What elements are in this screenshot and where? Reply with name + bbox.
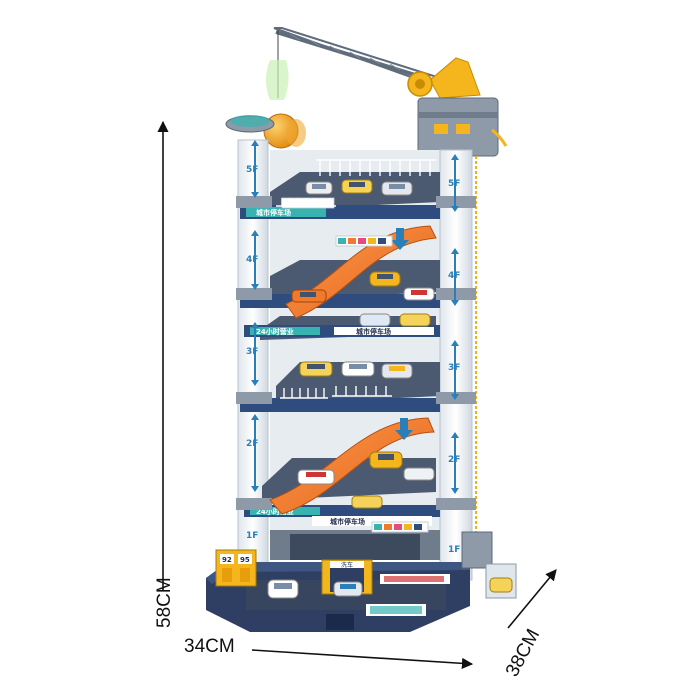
sign-strip: [335, 235, 429, 533]
floor-1-deck: [270, 530, 440, 560]
up-down-arrow-icon: [251, 140, 459, 494]
fuel-station: 92 95: [215, 549, 257, 587]
fuel-95-label: 95: [240, 556, 250, 564]
garage-base: 92 95 洗车: [206, 531, 517, 632]
car: [291, 289, 327, 303]
floor-label-5f-left: 5F: [246, 165, 258, 175]
depth-label: 38CM: [502, 626, 544, 681]
crane: [263, 27, 508, 540]
open-sign-4f: 24小时营业: [256, 327, 294, 336]
car-wash-label: 洗车: [341, 561, 353, 569]
car: [299, 361, 333, 377]
car: [297, 469, 335, 485]
parking-sign-2f: 城市停车场: [330, 517, 365, 526]
helipad: [225, 115, 275, 133]
car: [403, 467, 435, 481]
toy-cars: [291, 179, 435, 509]
garage-tower: 城市停车场 24小时营业 城市停车场 24小时营业: [236, 139, 476, 581]
car: [341, 179, 373, 194]
car: [305, 181, 333, 195]
floor-label-1f-left: 1F: [246, 531, 258, 541]
floor-label-1f-right: 1F: [448, 545, 460, 555]
car: [369, 451, 403, 469]
car: [369, 271, 401, 287]
height-label: 58CM: [154, 577, 175, 628]
fuel-92-label: 92: [222, 556, 232, 564]
car: [399, 313, 431, 327]
car: [359, 313, 391, 327]
parking-sign-4f: 城市停车场: [356, 327, 391, 336]
width-label: 34CM: [184, 636, 235, 657]
car: [333, 581, 363, 597]
open-sign-2f: 24小时营业: [256, 507, 294, 516]
floor-label-3f-left: 3F: [246, 347, 258, 357]
car: [351, 495, 383, 509]
car: [403, 287, 435, 301]
car: [489, 577, 513, 593]
car: [341, 361, 375, 377]
car: [381, 181, 413, 196]
car: [381, 363, 413, 379]
floor-label-2f-left: 2F: [246, 439, 258, 449]
ramp-arrow-icon: [395, 418, 413, 440]
floor-label-4f-left: 4F: [246, 255, 258, 265]
dimension-height: 58CM: [154, 120, 175, 628]
ramp-arrow-icon: [391, 228, 409, 250]
dimension-arrow-icon: [251, 649, 474, 669]
floor-labels-left: 5F 4F 3F 2F 1F: [246, 165, 258, 541]
parking-sign-5f: 城市停车场: [256, 208, 291, 217]
dimension-width: 34CM: [184, 636, 474, 669]
dimension-arrow-icon: [507, 569, 557, 629]
floor-3-deck: 24小时营业 城市停车场: [244, 316, 440, 340]
car: [267, 579, 299, 599]
